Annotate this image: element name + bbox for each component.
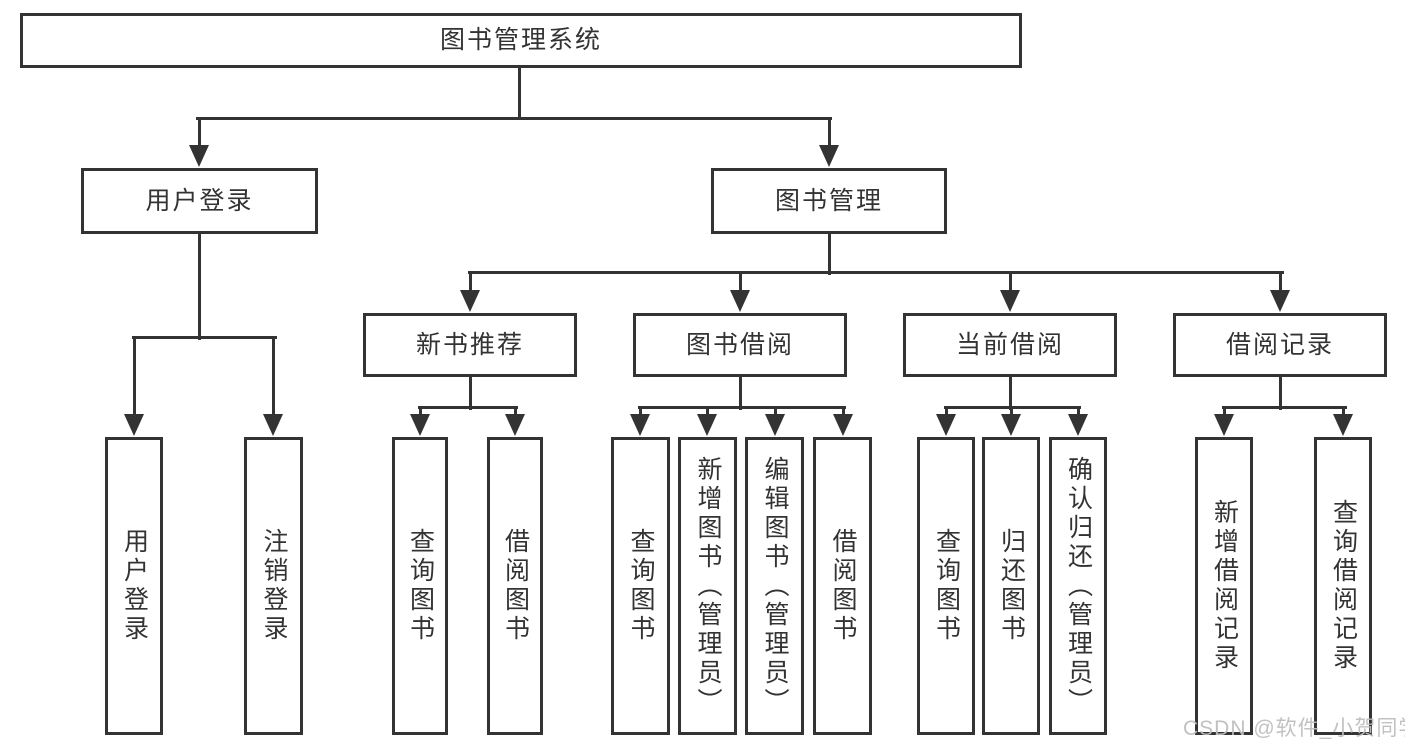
arrow-shaft [418, 407, 422, 420]
arrow-shaft [638, 407, 642, 420]
arrowhead-icon [505, 414, 525, 436]
arrow-shaft [1008, 272, 1012, 296]
node-leaf-query-borrow-record: 查询借阅记录 [1314, 437, 1372, 735]
arrowhead-icon [1001, 414, 1021, 436]
connector-hline [467, 270, 1284, 274]
node-leaf-edit-books-admin: 编辑图书（管理员） [745, 437, 804, 735]
watermark-text: CSDN @软件_小贺同学 [1183, 717, 1405, 740]
arrowhead-icon [833, 414, 853, 436]
arrowhead-icon [936, 414, 956, 436]
arrowhead-icon [1000, 290, 1020, 312]
connector-vline [738, 377, 742, 410]
arrowhead-icon [1068, 414, 1088, 436]
connector-vline [827, 234, 831, 275]
arrowhead-icon [1214, 414, 1234, 436]
node-book-borrowing: 图书借阅 [633, 313, 847, 377]
arrow-shaft [944, 407, 948, 420]
connector-hline [637, 405, 846, 409]
arrow-shaft [1009, 407, 1013, 420]
node-user-login: 用户登录 [81, 168, 318, 234]
arrow-shaft [1076, 407, 1080, 420]
arrow-shaft [1278, 272, 1282, 296]
node-book-management: 图书管理 [711, 168, 947, 234]
arrowhead-icon [819, 145, 839, 167]
connector-vline [1278, 377, 1282, 410]
arrow-shaft [513, 407, 517, 420]
node-leaf-return-books: 归还图书 [982, 437, 1040, 735]
arrow-shaft [738, 272, 742, 296]
arrowhead-icon [1333, 414, 1353, 436]
node-leaf-confirm-return-admin: 确认归还（管理员） [1049, 437, 1107, 735]
arrow-shaft [132, 337, 136, 420]
node-current-borrowing: 当前借阅 [903, 313, 1117, 377]
node-leaf-add-books-admin: 新增图书（管理员） [678, 437, 737, 735]
arrowhead-icon [730, 290, 750, 312]
connector-vline [517, 68, 521, 120]
node-leaf-borrow-books-1: 借阅图书 [487, 437, 543, 735]
connector-vline [468, 377, 472, 410]
connector-vline [1008, 377, 1012, 410]
node-leaf-query-books-2: 查询图书 [611, 437, 670, 735]
node-new-book-recommend: 新书推荐 [363, 313, 577, 377]
arrow-shaft [468, 272, 472, 296]
arrow-shaft [841, 407, 845, 420]
arrow-shaft [1222, 407, 1226, 420]
node-leaf-query-books-3: 查询图书 [917, 437, 975, 735]
connector-hline [131, 335, 277, 339]
arrowhead-icon [124, 414, 144, 436]
arrow-shaft [197, 118, 201, 151]
arrowhead-icon [630, 414, 650, 436]
arrow-shaft [1341, 407, 1345, 420]
arrowhead-icon [263, 414, 283, 436]
connector-hline [195, 116, 832, 120]
arrow-shaft [773, 407, 777, 420]
arrow-shaft [705, 407, 709, 420]
connector-vline [197, 234, 201, 340]
node-root: 图书管理系统 [20, 13, 1022, 68]
arrowhead-icon [460, 290, 480, 312]
arrowhead-icon [410, 414, 430, 436]
arrowhead-icon [1270, 290, 1290, 312]
connector-hline [1221, 405, 1347, 409]
connector-hline [417, 405, 518, 409]
arrowhead-icon [697, 414, 717, 436]
node-leaf-add-borrow-record: 新增借阅记录 [1195, 437, 1253, 735]
arrow-shaft [827, 118, 831, 151]
node-leaf-user-login: 用户登录 [105, 437, 163, 735]
arrow-shaft [271, 337, 275, 420]
arrowhead-icon [765, 414, 785, 436]
node-leaf-logout: 注销登录 [244, 437, 303, 735]
node-leaf-query-books-1: 查询图书 [392, 437, 448, 735]
node-leaf-borrow-books-2: 借阅图书 [813, 437, 872, 735]
node-borrowing-records: 借阅记录 [1173, 313, 1387, 377]
arrowhead-icon [189, 145, 209, 167]
